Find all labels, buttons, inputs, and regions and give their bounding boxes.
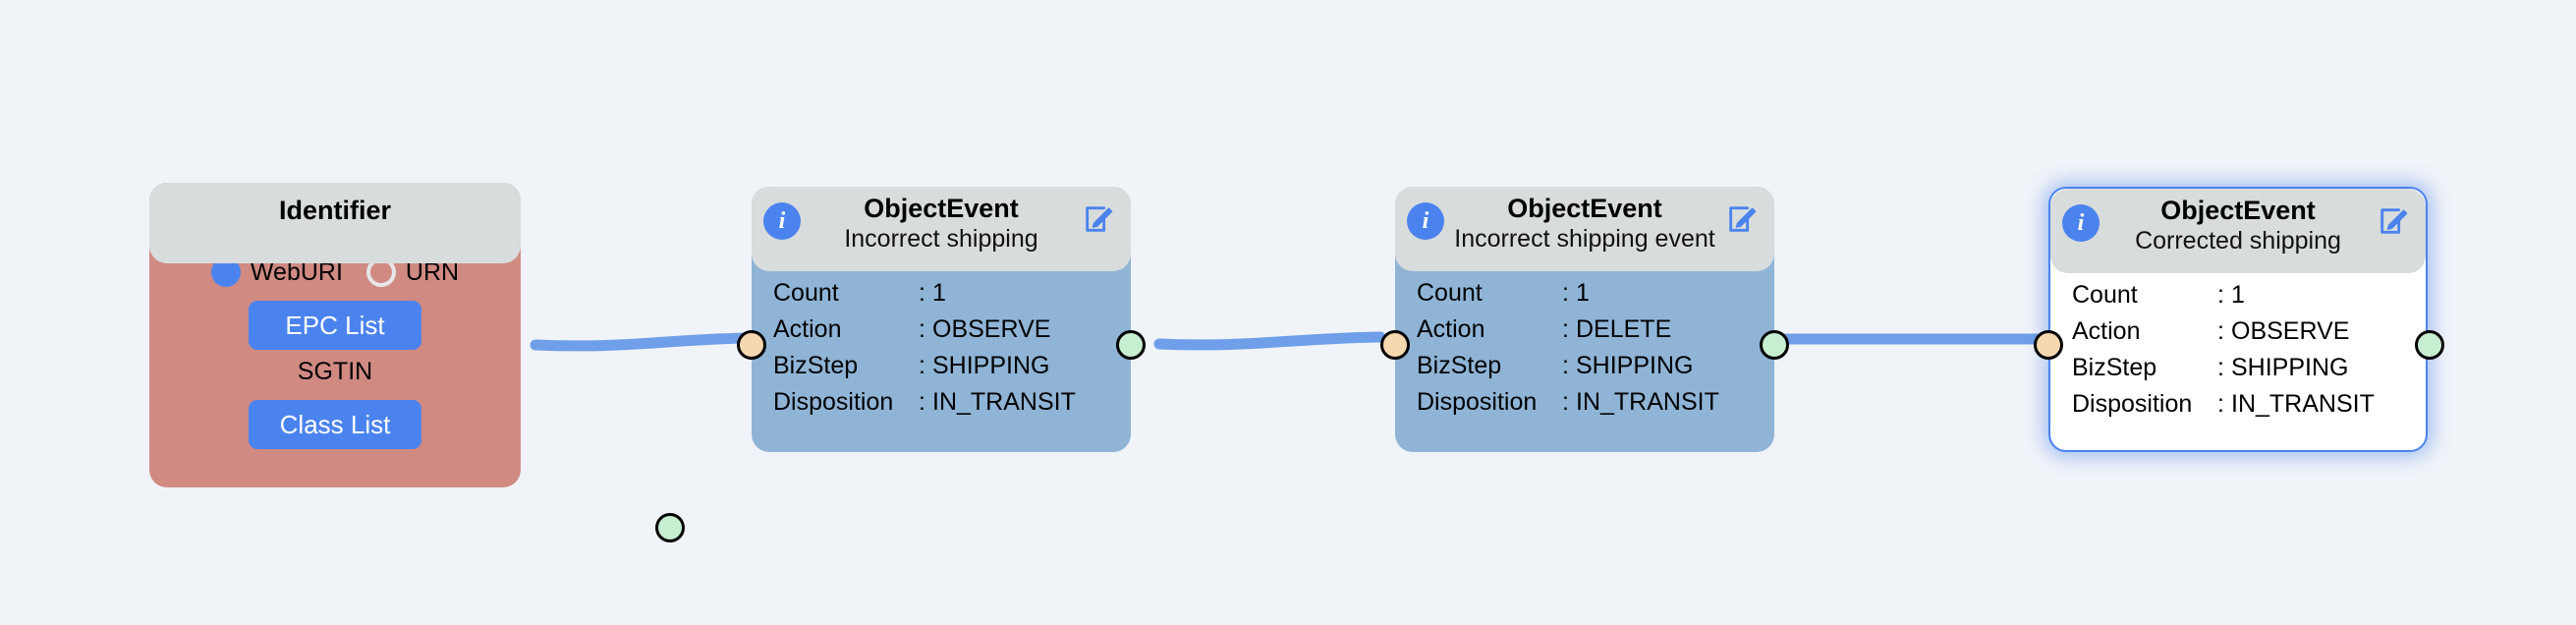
field-key: Action <box>1417 315 1485 343</box>
field-row: BizStep : SHIPPING <box>2072 350 2426 386</box>
object-event-2-subtitle: Incorrect shipping event <box>1454 225 1715 254</box>
object-event-1-target-handle[interactable] <box>737 330 766 360</box>
field-separator: : <box>2217 317 2224 345</box>
field-key: Disposition <box>1417 388 1538 416</box>
field-key: BizStep <box>2072 354 2157 381</box>
object-event-node-2[interactable]: i ObjectEvent Incorrect shipping event C… <box>1380 187 1789 452</box>
field-separator: : <box>919 315 925 343</box>
field-row: Count : 1 <box>2072 277 2426 313</box>
object-event-node-3[interactable]: i ObjectEvent Corrected shipping Count :… <box>2034 187 2444 452</box>
field-row: BizStep : SHIPPING <box>773 348 1131 384</box>
field-key: Count <box>773 279 839 307</box>
field-value: 1 <box>2231 281 2245 309</box>
object-event-2-target-handle[interactable] <box>1380 330 1410 360</box>
field-key: Count <box>2072 281 2138 309</box>
field-separator: : <box>919 388 925 416</box>
field-row: Disposition : IN_TRANSIT <box>773 384 1131 421</box>
field-separator: : <box>919 352 925 379</box>
field-key: Disposition <box>773 388 894 416</box>
edit-icon[interactable] <box>1725 202 1759 236</box>
field-separator: : <box>1562 279 1569 307</box>
field-value: SHIPPING <box>1576 352 1694 379</box>
object-event-1-subtitle: Incorrect shipping <box>844 225 1038 254</box>
identifier-scheme-label: SGTIN <box>297 358 373 385</box>
field-key: BizStep <box>1417 352 1502 379</box>
identifier-source-handle[interactable] <box>655 513 685 542</box>
field-value: SHIPPING <box>2231 354 2349 381</box>
field-value: IN_TRANSIT <box>1576 388 1719 416</box>
object-event-3-body: Count : 1 Action : OBSERVE BizStep : SHI… <box>2050 263 2426 423</box>
field-row: Count : 1 <box>1417 275 1774 312</box>
field-value: 1 <box>932 279 946 307</box>
edit-icon[interactable] <box>1082 202 1115 236</box>
object-event-2-source-handle[interactable] <box>1760 330 1789 360</box>
edge-identifier-to-event1[interactable] <box>530 332 757 352</box>
field-key: Action <box>2072 317 2141 345</box>
field-key: Count <box>1417 279 1483 307</box>
edit-icon[interactable] <box>2377 204 2410 238</box>
field-value: OBSERVE <box>932 315 1051 343</box>
object-event-node-1[interactable]: i ObjectEvent Incorrect shipping Count :… <box>737 187 1146 452</box>
field-value: SHIPPING <box>932 352 1050 379</box>
field-row: Count : 1 <box>773 275 1131 312</box>
object-event-2-header: ObjectEvent Incorrect shipping event <box>1395 187 1774 271</box>
field-row: Action : DELETE <box>1417 312 1774 348</box>
info-icon[interactable]: i <box>763 202 801 240</box>
object-event-3-subtitle: Corrected shipping <box>2135 227 2341 256</box>
field-separator: : <box>1562 315 1569 343</box>
field-value: 1 <box>1576 279 1590 307</box>
field-separator: : <box>919 279 925 307</box>
object-event-1-body: Count : 1 Action : OBSERVE BizStep : SHI… <box>752 261 1131 421</box>
field-separator: : <box>2217 354 2224 381</box>
object-event-3-header: ObjectEvent Corrected shipping <box>2050 189 2426 273</box>
identifier-node-header: Identifier <box>149 183 521 263</box>
edge-event1-to-event2[interactable] <box>1153 331 1386 351</box>
field-row: Action : OBSERVE <box>773 312 1131 348</box>
field-row: Disposition : IN_TRANSIT <box>2072 386 2426 423</box>
field-key: BizStep <box>773 352 859 379</box>
field-separator: : <box>1562 352 1569 379</box>
field-value: OBSERVE <box>2231 317 2350 345</box>
object-event-1-source-handle[interactable] <box>1116 330 1146 360</box>
field-separator: : <box>2217 390 2224 418</box>
object-event-2-body: Count : 1 Action : DELETE BizStep : SHIP… <box>1395 261 1774 421</box>
field-row: Disposition : IN_TRANSIT <box>1417 384 1774 421</box>
field-value: IN_TRANSIT <box>932 388 1076 416</box>
object-event-1-header: ObjectEvent Incorrect shipping <box>752 187 1131 271</box>
identifier-node[interactable]: Identifier WebURI URN EPC List SGTIN Cla… <box>149 183 685 542</box>
field-value: IN_TRANSIT <box>2231 390 2375 418</box>
epc-list-button[interactable]: EPC List <box>249 301 421 350</box>
field-separator: : <box>2217 281 2224 309</box>
field-separator: : <box>1562 388 1569 416</box>
field-key: Disposition <box>2072 390 2193 418</box>
identifier-node-title: Identifier <box>278 196 391 225</box>
info-icon[interactable]: i <box>2062 204 2100 242</box>
object-event-2-title: ObjectEvent <box>1507 194 1662 223</box>
field-value: DELETE <box>1576 315 1672 343</box>
object-event-3-source-handle[interactable] <box>2415 330 2444 360</box>
info-icon[interactable]: i <box>1407 202 1444 240</box>
field-row: Action : OBSERVE <box>2072 313 2426 350</box>
class-list-button[interactable]: Class List <box>249 400 421 449</box>
object-event-3-target-handle[interactable] <box>2034 330 2063 360</box>
object-event-1-title: ObjectEvent <box>864 194 1019 223</box>
field-key: Action <box>773 315 842 343</box>
field-row: BizStep : SHIPPING <box>1417 348 1774 384</box>
identifier-node-body: WebURI URN EPC List SGTIN Class List <box>149 244 521 487</box>
object-event-3-title: ObjectEvent <box>2160 196 2316 225</box>
